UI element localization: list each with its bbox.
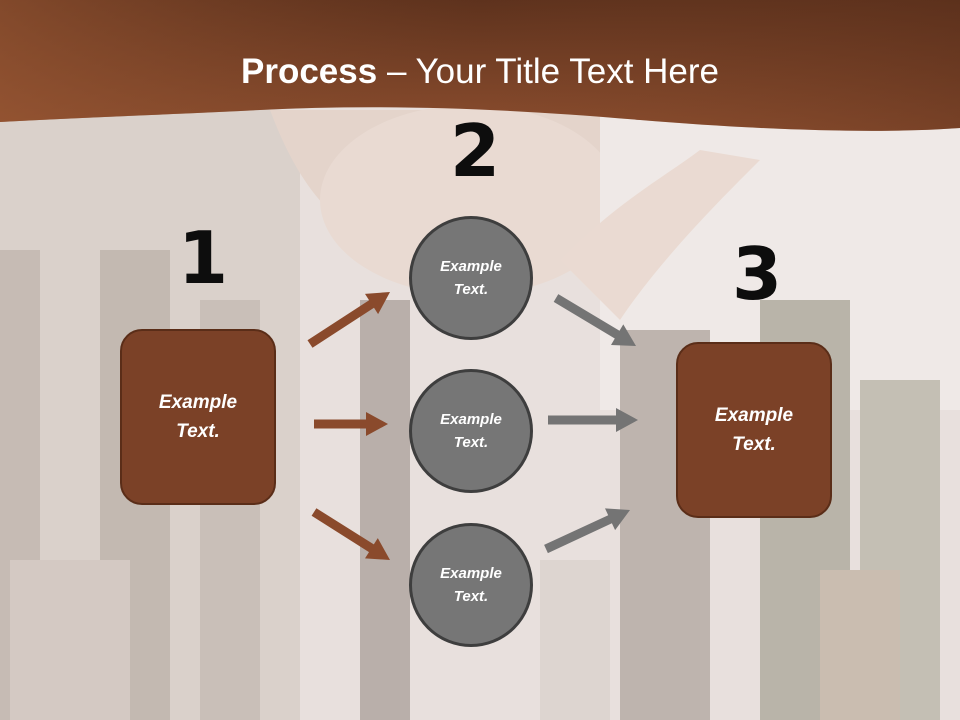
step-number-2: 2 (450, 109, 501, 193)
step-number-3: 3 (732, 232, 783, 316)
circle-top-label: Example Text. (440, 258, 502, 298)
title-strong: Process (241, 52, 378, 91)
step-number-1: 1 (178, 216, 229, 300)
circle-top[interactable]: Example Text. (409, 216, 533, 340)
step-3-box[interactable]: Example Text. (676, 342, 832, 518)
circle-bottom-label: Example Text. (440, 565, 502, 605)
circle-bottom[interactable]: Example Text. (409, 523, 533, 647)
step-1-box[interactable]: Example Text. (120, 329, 276, 505)
step-1-label: Example Text. (158, 392, 238, 442)
circle-middle[interactable]: Example Text. (409, 369, 533, 493)
circle-middle-label: Example Text. (440, 411, 502, 451)
slide-title: Process – Your Title Text Here (0, 52, 960, 92)
step-3-label: Example Text. (714, 405, 794, 455)
title-rest: – Your Title Text Here (377, 52, 719, 91)
